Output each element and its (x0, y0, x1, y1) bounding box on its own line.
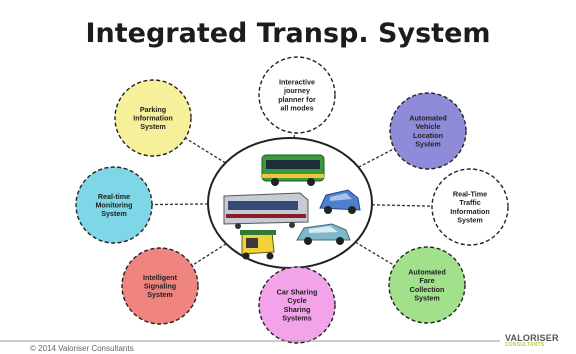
logo-text: VALORISER (505, 333, 559, 343)
node-circle-carshare (258, 266, 336, 344)
node-label-monitor: System (101, 209, 127, 218)
node-label-traffic: Real-Time (453, 190, 487, 199)
node-circle-journey (258, 56, 336, 134)
node-label-avl: Location (413, 131, 443, 140)
copyright-text: © 2014 Valoriser Consultants (30, 344, 134, 353)
node-circle-signal (121, 247, 199, 325)
connector-fare (355, 241, 395, 267)
node-label-avl: Automated (409, 114, 447, 123)
node-label-fare: Collection (410, 285, 445, 294)
node-label-fare: Fare (419, 276, 434, 285)
rickshaw-icon (240, 230, 276, 260)
node-label-carshare: Systems (282, 313, 312, 322)
node-label-traffic: Information (450, 207, 490, 216)
connector-parking (184, 137, 226, 164)
bus-icon (261, 154, 325, 186)
node-label-parking: System (140, 122, 166, 131)
connector-monitor (151, 203, 209, 206)
node-label-avl: Vehicle (416, 122, 441, 131)
node-label-signal: Signaling (144, 282, 176, 291)
node-label-journey: planner for (278, 95, 316, 104)
node-label-carshare: Sharing (284, 305, 311, 314)
node-circle-fare (388, 246, 466, 324)
logo-subtext: CONSULTANTS (505, 342, 545, 348)
valoriser-logo: VALORISER CONSULTANTS (505, 333, 559, 348)
blue-car-icon (319, 189, 361, 214)
connector-lines (151, 132, 433, 268)
node-label-fare: Automated (408, 268, 446, 277)
node-label-avl: System (415, 139, 441, 148)
node-label-journey: journey (283, 86, 310, 95)
node-circle-avl (389, 92, 467, 170)
node-circle-traffic (431, 168, 509, 246)
node-label-journey: all modes (280, 103, 313, 112)
page-title: Integrated Transp. System (85, 18, 491, 49)
node-label-journey: Interactive (279, 78, 315, 87)
node-label-signal: Intelligent (143, 273, 178, 282)
node-circle-parking (114, 79, 192, 157)
sedan-icon (296, 223, 351, 245)
node-circle-monitor (75, 166, 153, 244)
node-label-traffic: Traffic (459, 198, 481, 207)
train-icon (223, 192, 309, 229)
node-label-parking: Information (133, 114, 173, 123)
connector-traffic (371, 204, 433, 207)
node-label-monitor: Monitoring (95, 201, 132, 210)
node-label-traffic: System (457, 215, 483, 224)
node-label-carshare: Car Sharing (277, 288, 318, 297)
node-label-fare: System (414, 293, 440, 302)
connector-avl (358, 148, 395, 168)
connector-signal (191, 243, 227, 267)
node-label-parking: Parking (140, 105, 166, 114)
node-label-signal: System (147, 290, 173, 299)
node-label-carshare: Cycle (287, 296, 306, 305)
node-label-monitor: Real-time (98, 192, 130, 201)
